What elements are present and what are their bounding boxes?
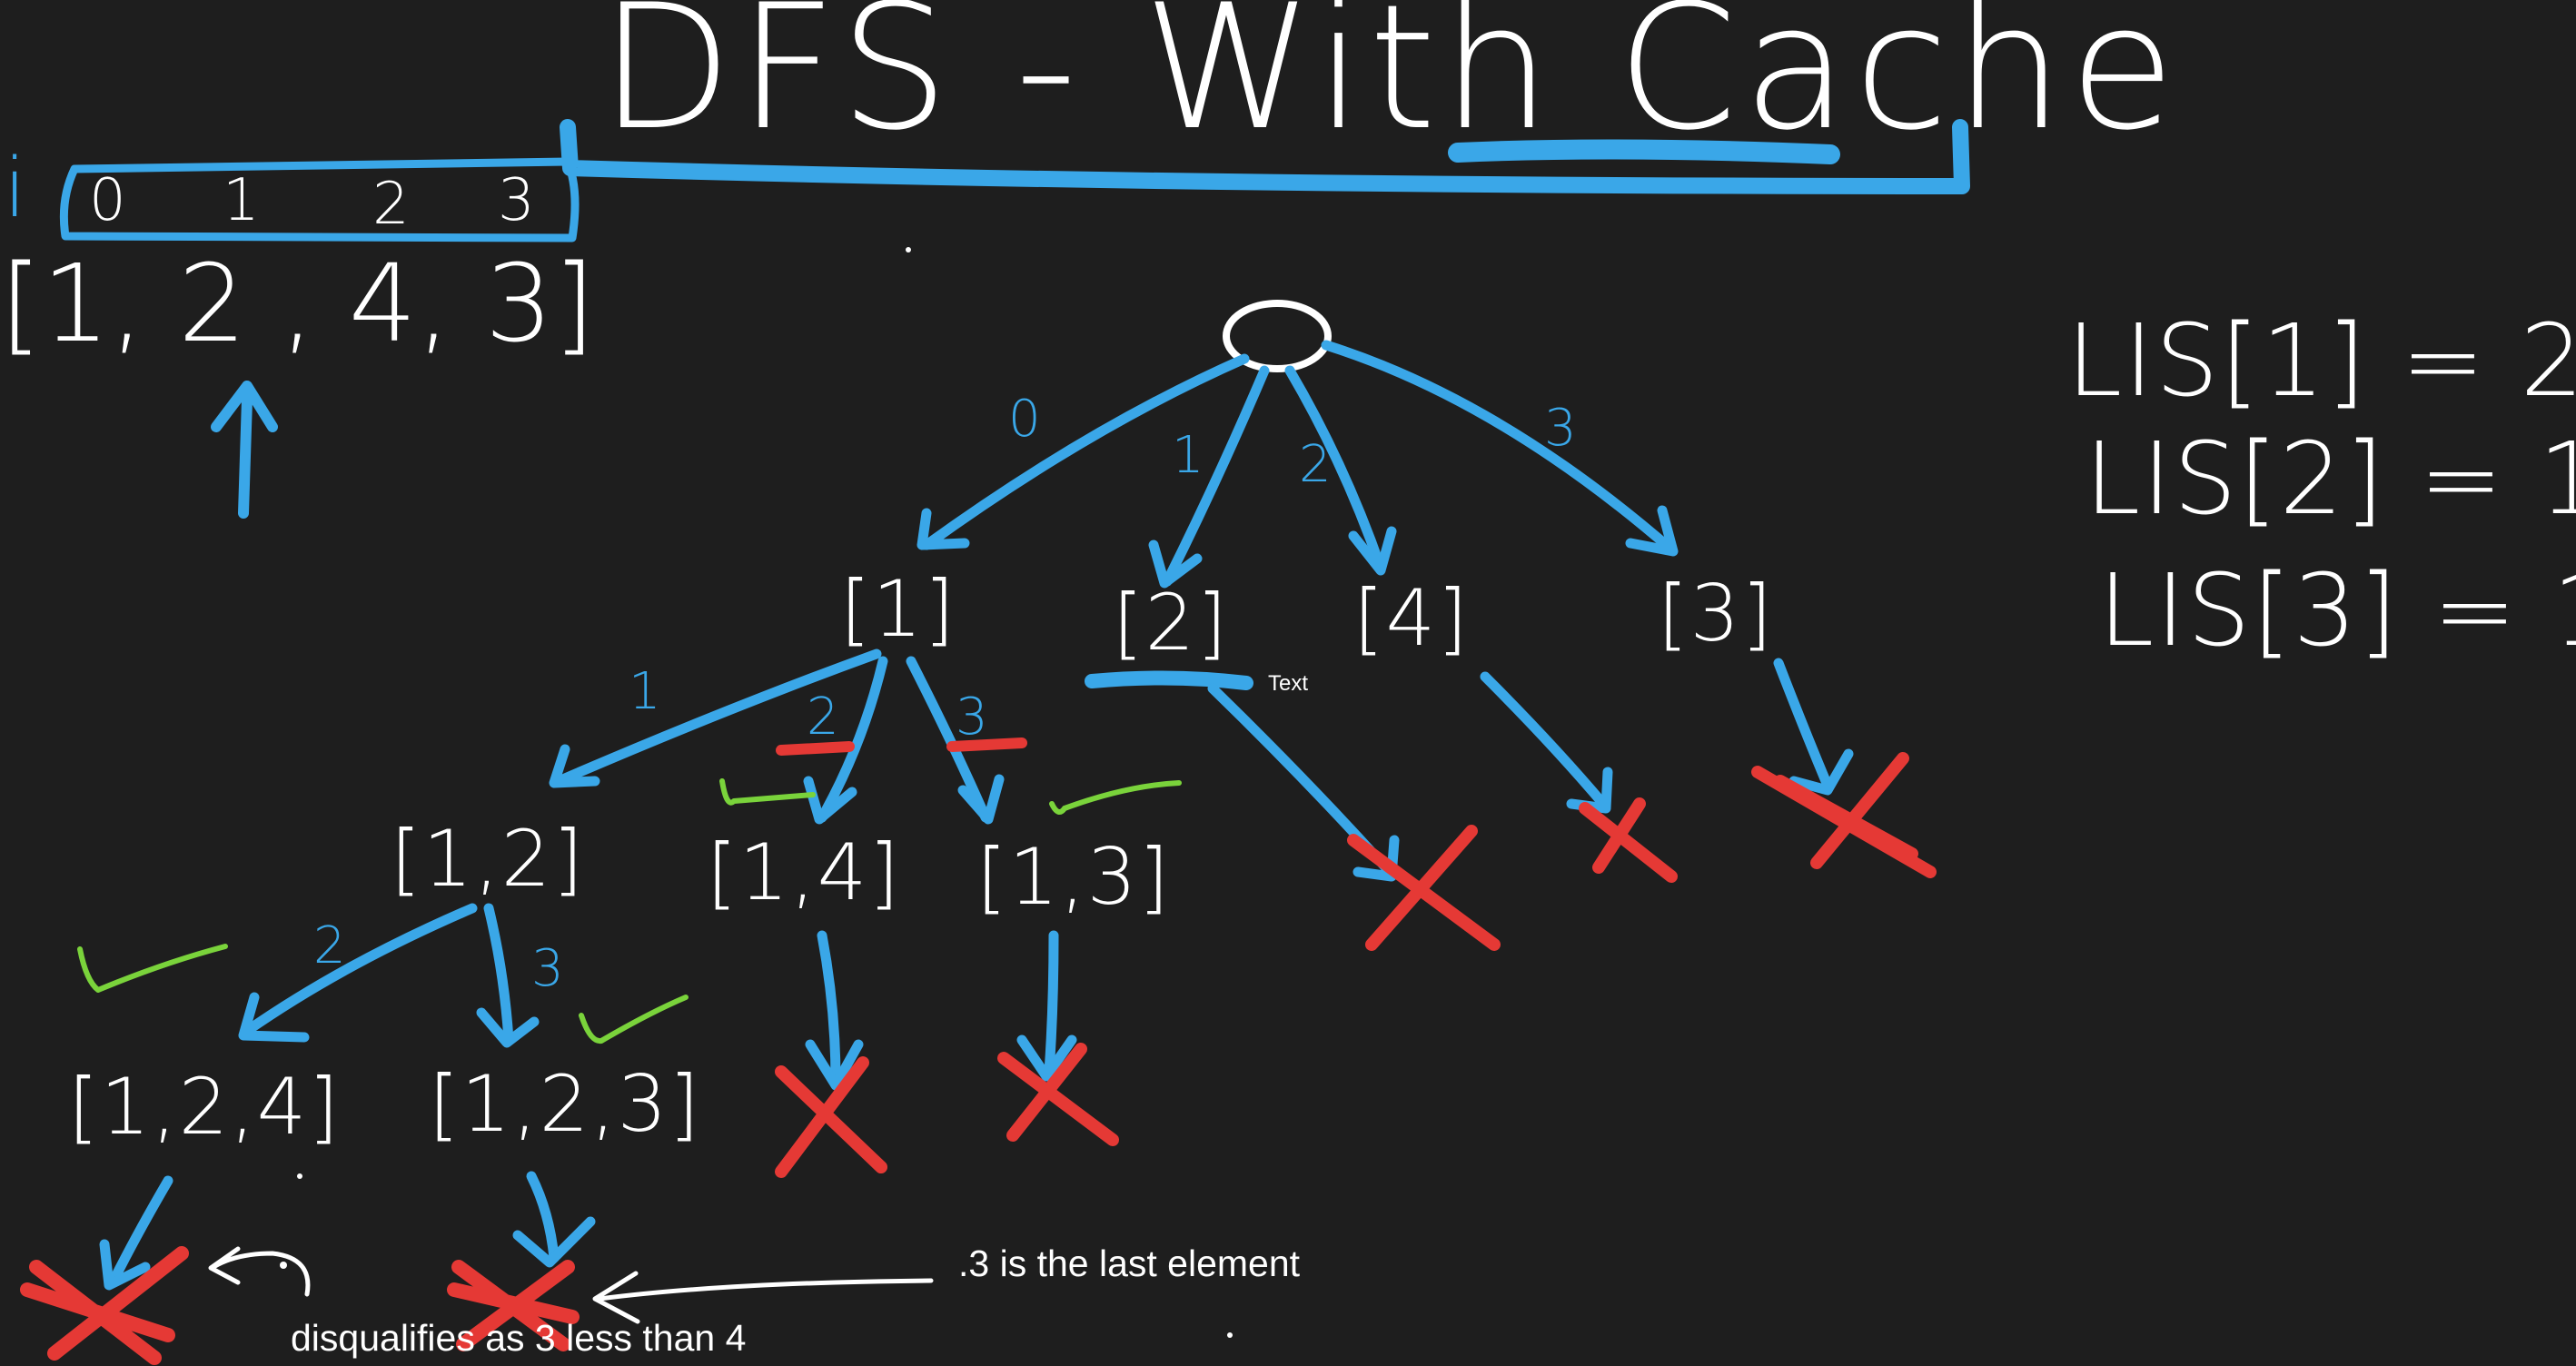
node-1-2: [1,2] [391,814,585,905]
pointer-arrow [211,381,278,519]
edge-n124-dead-head [99,1239,151,1291]
edge-root-1 [1162,365,1270,587]
edge-n123-dead [526,1171,560,1263]
stray-dot-top [906,247,911,252]
check-mark-n123 [579,995,689,1044]
node-1-3: [1,3] [976,832,1171,923]
edge-label-root-2: 2 [1299,435,1332,494]
node-1-2-3: [1,2,3] [429,1059,701,1150]
dead-end-x-node2 [1347,825,1501,951]
text-tool-label: Text [1268,671,1308,696]
edge-n12-3 [483,903,514,1045]
dead-end-x-n13 [997,1043,1119,1146]
arrow-last-element [592,1271,934,1324]
edge-label-n12-2: 2 [313,916,346,975]
edge-label-root-1: 1 [1172,426,1204,485]
node-1: [1] [840,564,956,655]
edge-n12-2 [242,903,478,1036]
dead-end-x-node3 [1751,752,1937,878]
dot-disqualifies [280,1262,287,1269]
page-title: DFS - With Cache [599,0,2181,168]
node-3: [3] [1658,569,1774,659]
lis-cache-entry-2: LIS[2] = 1 [2085,421,2576,537]
edge-label-n1-1: 1 [629,662,661,721]
edge-n1-2 [817,656,888,823]
edge-label-n12-3: 3 [531,939,564,998]
last-element-note: .3 is the last element [958,1242,1301,1284]
lis-cache-entry-3: LIS[3] = 1 [2098,552,2576,668]
edge-n123-dead-head [512,1216,596,1268]
dead-end-x-n123 [447,1260,580,1351]
edge-label-root-3: 3 [1544,399,1577,458]
label-strike-2 [776,741,855,756]
index-1: 1 [223,167,260,234]
stray-dot-n124 [297,1173,302,1179]
disqualifies-note: disqualifies as 3 less than 4 [291,1317,746,1359]
edge-node4-dead [1480,671,1609,809]
edge-root-0 [921,353,1250,550]
edge-root-0-head [916,508,970,550]
dead-end-x-n124 [20,1246,189,1365]
index-var-label: i [4,141,26,236]
edge-node3-dead-head [1788,748,1854,796]
title-bracket-line [560,119,1970,194]
node-1-4: [1,4] [707,827,901,918]
node-2: [2] [1113,578,1229,668]
edge-root-2 [1284,365,1386,573]
input-array: [1, 2 , 4, 3] [0,241,595,366]
edge-n1-1 [553,648,882,787]
edge-node3-dead [1773,658,1831,787]
lis-cache-entry-1: LIS[1] = 2 [2066,302,2576,419]
edge-n12-3-head [476,1007,540,1048]
edge-label-n1-2: 2 [807,688,839,747]
node-2-underline [1085,670,1253,690]
edge-n14-dead [817,930,841,1086]
edge-n14-dead-head [805,1039,864,1091]
arrow-disqualifies [208,1246,311,1297]
stray-dot-bottom [1227,1332,1233,1338]
edge-n1-1-head [549,744,600,788]
check-mark-n14 [719,778,816,806]
index-2: 2 [372,171,410,238]
edge-root-1-head [1148,539,1203,589]
node-4: [4] [1353,573,1470,664]
node-1-2-4: [1,2,4] [68,1062,341,1153]
label-strike-3 [946,737,1027,752]
edge-label-n1-3: 3 [956,688,988,747]
index-0: 0 [89,167,126,234]
check-mark-n13 [1049,780,1182,815]
edge-n13-dead [1044,930,1059,1077]
edge-root-3 [1321,340,1677,555]
edge-n12-2-head [238,992,310,1043]
dead-end-x-node4 [1579,797,1678,883]
dead-end-x-n14 [775,1056,887,1178]
check-mark-n124 [77,944,228,993]
edge-label-root-0: 0 [1008,390,1041,449]
edge-root-3-head [1625,505,1679,557]
edge-n124-dead [108,1175,173,1286]
title-underline [1448,139,1840,164]
index-3: 3 [498,167,535,234]
root-node [1223,300,1332,372]
edge-root-2-head [1348,526,1397,576]
edge-n1-3-head [957,774,1005,825]
edge-node2-dead-head [1352,835,1400,882]
edge-n13-dead-head [1016,1034,1077,1082]
